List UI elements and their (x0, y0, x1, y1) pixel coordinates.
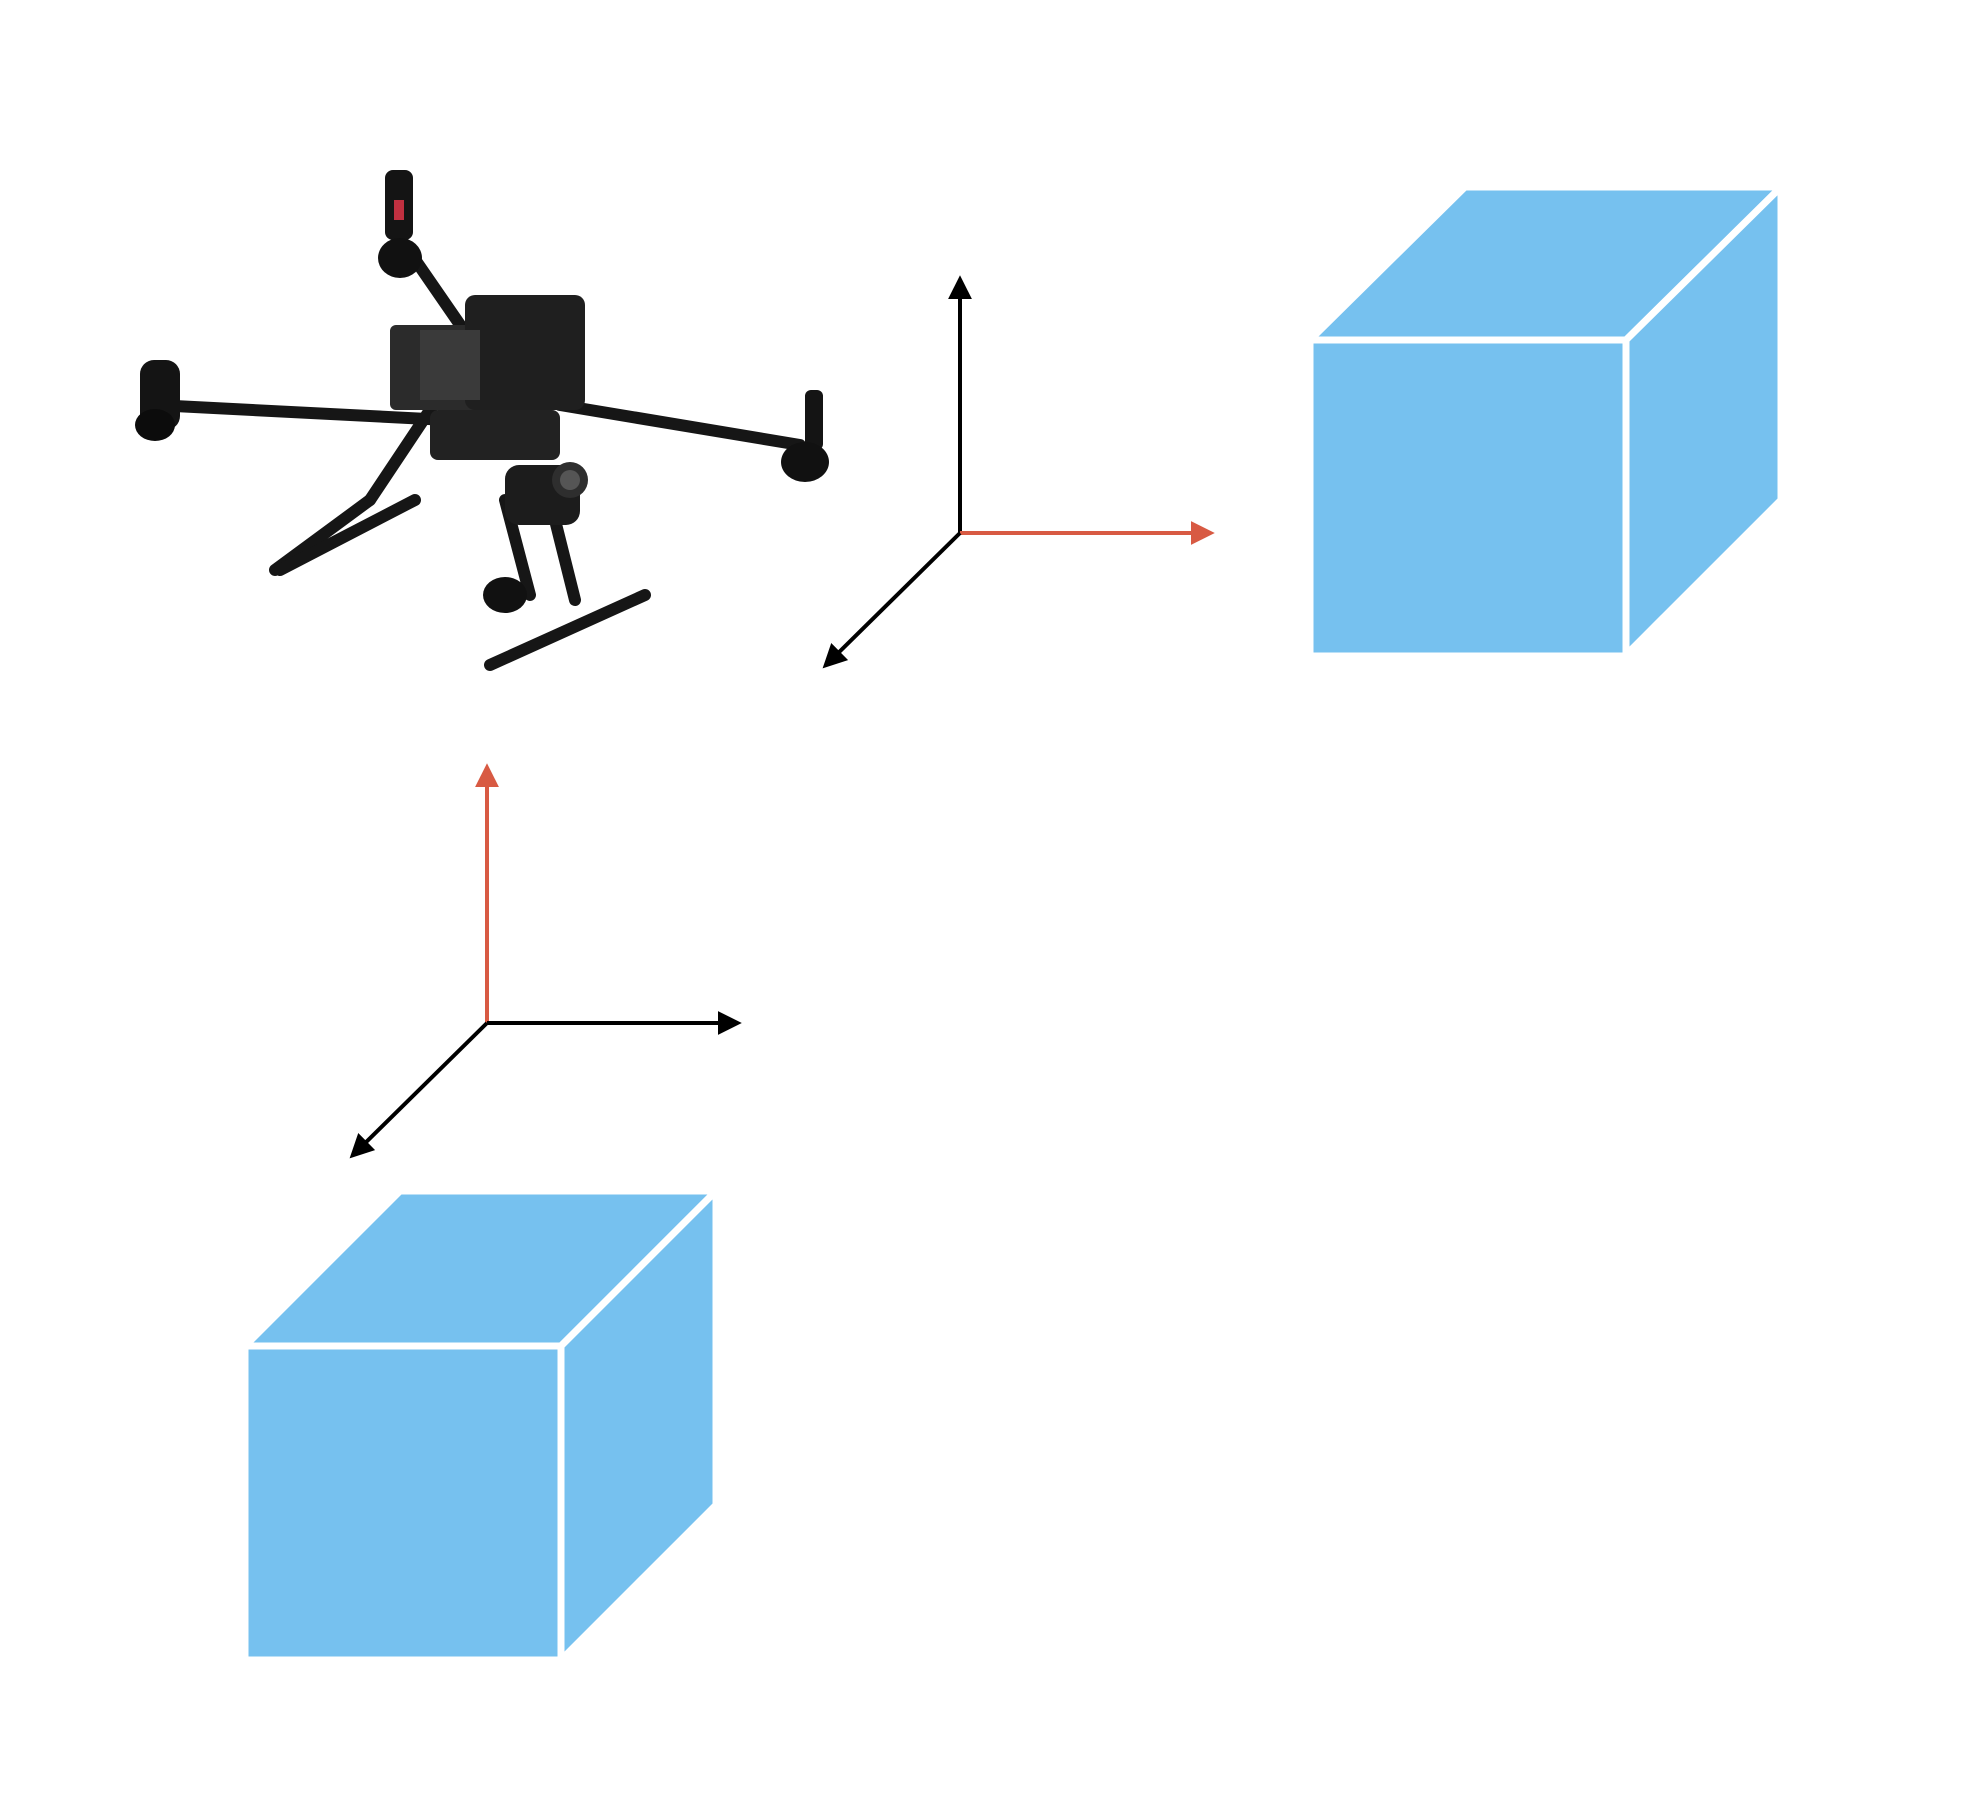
upper-frame-y-axis (822, 531, 962, 669)
target-cube-lower (241, 1187, 720, 1664)
lower-coordinate-frame (349, 763, 742, 1159)
drone-icon (135, 170, 829, 671)
lower-frame-depth-axis (349, 1021, 489, 1159)
target-cube-upper (1306, 183, 1785, 660)
upper-coordinate-frame (822, 275, 1215, 669)
